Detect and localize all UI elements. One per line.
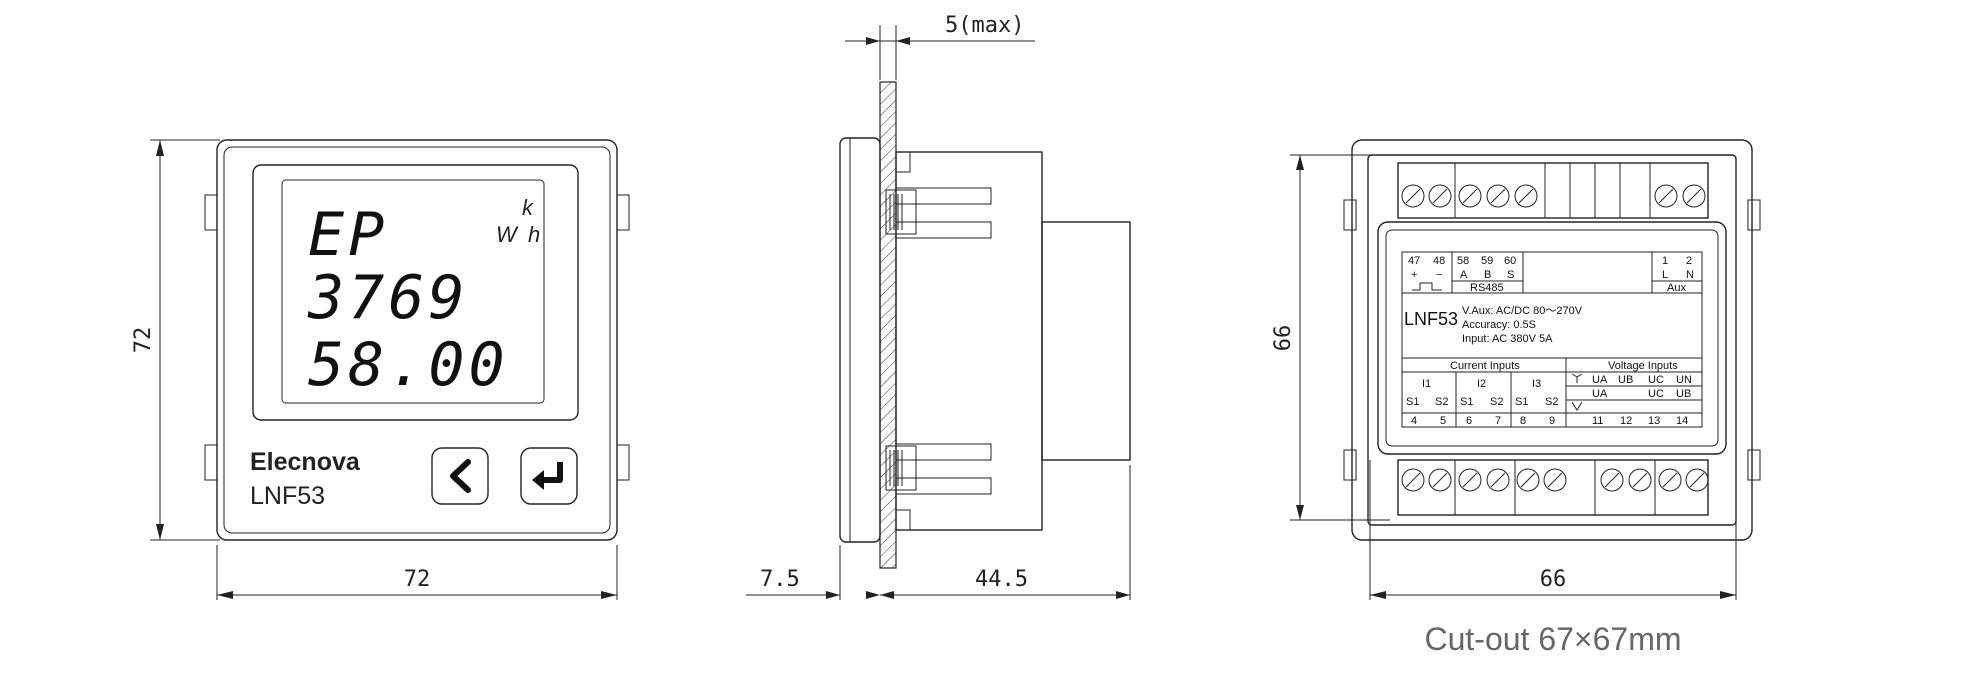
mount-clip-top [885,187,992,239]
svg-text:V.Aux: AC/DC 80～270V: V.Aux: AC/DC 80～270V [1462,305,1583,317]
label-model: LNF53 [1404,309,1458,329]
top-terminal-screws [1401,184,1706,208]
svg-text:5: 5 [1440,415,1446,427]
delta-icon [1571,401,1583,411]
svg-text:48: 48 [1433,255,1445,267]
svg-text:47: 47 [1408,255,1420,267]
svg-text:Aux: Aux [1667,282,1686,294]
svg-text:8: 8 [1520,415,1526,427]
svg-text:11: 11 [1592,415,1603,427]
svg-text:N: N [1686,269,1694,281]
svg-text:Voltage Inputs: Voltage Inputs [1608,360,1678,372]
svg-text:Accuracy: 0.5S: Accuracy: 0.5S [1462,319,1536,331]
lcd-line-3: 58.00 [308,330,509,400]
cutout-caption: Cut-out 67×67mm [1424,621,1681,657]
svg-text:7: 7 [1495,415,1501,427]
svg-text:Current Inputs: Current Inputs [1450,360,1520,372]
svg-text:4: 4 [1411,415,1417,427]
enter-button[interactable] [520,447,578,505]
svg-text:UB: UB [1676,388,1691,400]
svg-text:+: + [1411,269,1417,281]
rear-label-plate [1377,221,1727,455]
back-width-dimension: 66 [1540,567,1567,592]
svg-text:UN: UN [1676,374,1692,386]
svg-text:I1: I1 [1422,378,1431,390]
svg-text:S2: S2 [1490,396,1503,408]
svg-text:S1: S1 [1515,396,1528,408]
svg-text:A: A [1460,269,1468,281]
brand-logo: Elecnova [250,448,361,476]
meter-bezel [216,139,618,541]
svg-text:S1: S1 [1406,396,1419,408]
enter-icon [532,462,563,490]
svg-text:S: S [1507,269,1514,281]
side-view: 5(max) [746,13,1131,600]
svg-text:13: 13 [1648,415,1660,427]
side-top-dimension: 5(max) [945,13,1024,38]
svg-text:UB: UB [1618,374,1633,386]
chevron-left-icon [450,459,471,493]
svg-text:60: 60 [1504,255,1516,267]
svg-text:1: 1 [1662,255,1668,267]
unit-h: h [528,222,540,247]
back-height-dimension: 66 [1271,325,1296,352]
svg-text:9: 9 [1549,415,1555,427]
mount-clip-bottom [885,443,992,495]
svg-text:6: 6 [1466,415,1472,427]
svg-text:−: − [1436,269,1442,281]
svg-text:UC: UC [1648,374,1664,386]
svg-text:RS485: RS485 [1470,282,1504,294]
svg-text:UC: UC [1648,388,1664,400]
wye-icon [1571,373,1583,383]
model-name: LNF53 [250,482,325,510]
svg-text:I3: I3 [1532,378,1541,390]
svg-text:58: 58 [1457,255,1469,267]
lcd-line-1: EP [308,200,388,270]
back-button[interactable] [431,447,489,505]
svg-text:2: 2 [1686,255,1692,267]
svg-text:59: 59 [1481,255,1493,267]
unit-k: k [522,195,534,220]
front-width-dimension: 72 [404,567,431,592]
svg-text:UA: UA [1592,388,1608,400]
svg-text:UA: UA [1592,374,1608,386]
unit-w: W [496,222,519,247]
svg-text:S1: S1 [1460,396,1473,408]
svg-text:12: 12 [1620,415,1632,427]
front-height-dimension: 72 [131,327,156,354]
svg-text:S2: S2 [1545,396,1558,408]
lcd-window [252,164,579,421]
svg-text:L: L [1662,269,1668,281]
svg-text:I2: I2 [1477,378,1486,390]
svg-text:B: B [1484,269,1491,281]
front-view: 72 72 EP 3769 58.00 k W h Elecnova LNF53 [131,139,630,600]
svg-text:S2: S2 [1435,396,1448,408]
svg-text:14: 14 [1676,415,1688,427]
side-left-dimension: 7.5 [760,567,800,592]
lcd-line-2: 3769 [307,263,469,333]
bottom-terminal-screws [1401,468,1709,492]
panel-section [879,81,897,569]
svg-text:Input: AC 380V 5A: Input: AC 380V 5A [1462,333,1553,345]
side-right-dimension: 44.5 [975,567,1028,592]
back-view: 66 [1271,139,1761,657]
